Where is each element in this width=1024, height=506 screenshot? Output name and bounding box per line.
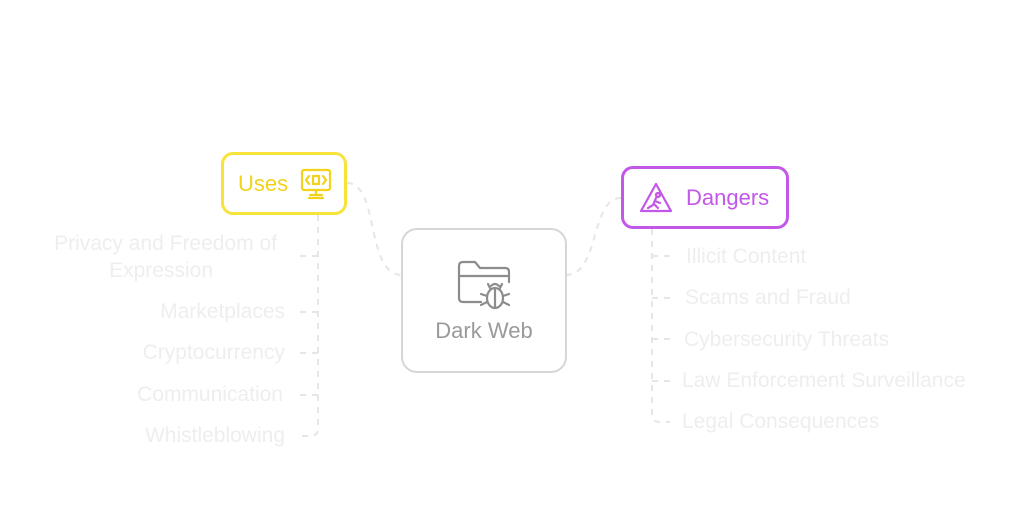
uses-item: Privacy and Freedom of — [37, 230, 277, 258]
uses-item-text: Cryptocurrency — [142, 341, 285, 364]
dangers-item-text: Legal Consequences — [682, 410, 880, 433]
dangers-item: Scams and Fraud — [685, 284, 851, 312]
branch-node-uses: Uses — [221, 152, 347, 215]
uses-item-text: Privacy and Freedom of — [54, 232, 277, 255]
monitor-code-icon — [301, 168, 332, 199]
uses-label: Uses — [238, 170, 289, 196]
center-node-dark-web: Dark Web — [401, 228, 567, 373]
bug-folder-icon — [457, 260, 511, 309]
dangers-item: Law Enforcement Surveillance — [682, 367, 966, 395]
connector-dangers-center — [565, 197, 622, 276]
warning-triangle-icon — [639, 182, 673, 212]
uses-item: Marketplaces — [100, 298, 285, 326]
connector-dangers-trunk — [651, 229, 670, 423]
dangers-item: Illicit Content — [686, 243, 806, 271]
dangers-label: Dangers — [686, 184, 770, 210]
uses-item-text: Expression — [109, 259, 213, 282]
uses-item-text: Communication — [137, 383, 283, 406]
uses-item: Communication — [100, 381, 283, 409]
uses-item-text: Marketplaces — [160, 300, 285, 323]
dangers-item-text: Scams and Fraud — [685, 286, 851, 309]
dangers-item: Legal Consequences — [682, 408, 879, 436]
uses-item: Expression — [37, 257, 213, 285]
uses-item: Cryptocurrency — [100, 339, 285, 367]
connector-uses-center — [346, 182, 403, 276]
dangers-item: Cybersecurity Threats — [684, 326, 889, 354]
uses-item-text: Whistleblowing — [144, 424, 285, 447]
dangers-item-text: Cybersecurity Threats — [684, 328, 890, 351]
dangers-item-text: Illicit Content — [686, 245, 807, 268]
uses-item: Whistleblowing — [100, 422, 285, 450]
branch-node-dangers: Dangers — [621, 166, 789, 229]
connector-uses-trunk — [300, 215, 319, 437]
dangers-item-text: Law Enforcement Surveillance — [682, 369, 966, 392]
center-label: Dark Web — [435, 317, 533, 343]
